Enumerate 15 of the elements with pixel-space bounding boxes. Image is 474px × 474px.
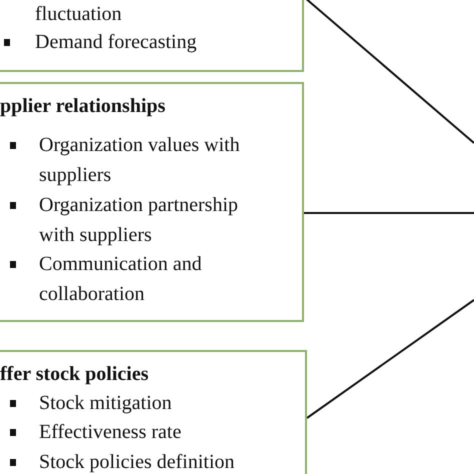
connector-line (306, 299, 474, 419)
list-item: Effectiveness rate (39, 420, 182, 445)
text-box (0, 350, 307, 474)
text-box (0, 82, 304, 322)
list-item: Communication and collaboration (39, 252, 203, 307)
box-heading: pplier relationships (0, 94, 166, 119)
list-item: fluctuation (35, 2, 123, 27)
connector-line (303, 0, 474, 144)
list-item: Stock policies definition (39, 450, 236, 474)
list-item: Stock mitigation (39, 391, 173, 416)
list-item: Demand forecasting (35, 30, 198, 55)
list-item: Organization partnership with suppliers (39, 193, 240, 248)
list-item: Organization values with suppliers (39, 133, 241, 188)
connector-line (304, 212, 474, 214)
box-heading: ffer stock policies (0, 362, 148, 387)
